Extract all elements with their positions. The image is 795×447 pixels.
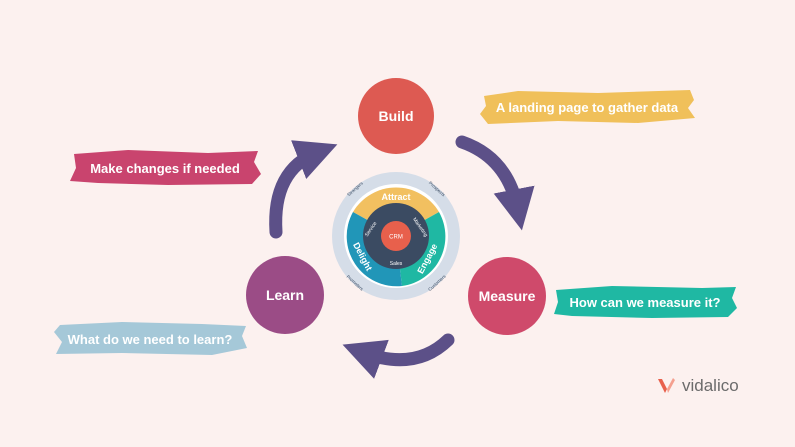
crm-core — [381, 221, 411, 251]
measure-note-text: How can we measure it? — [569, 294, 721, 310]
attract-label: Attract — [381, 192, 410, 202]
arrow-learn-to-build — [269, 140, 338, 239]
changes-note-text: Make changes if needed — [90, 160, 240, 176]
sales-label: Sales — [390, 261, 403, 267]
changes-note: Make changes if needed — [68, 148, 262, 188]
crm-label: CRM — [389, 235, 403, 241]
learn-note-text: What do we need to learn? — [67, 331, 233, 347]
build-node: Build — [358, 78, 434, 154]
learn-note: What do we need to learn? — [52, 320, 248, 358]
measure-label: Measure — [478, 288, 536, 304]
arrow-build-to-measure — [455, 135, 535, 231]
build-note-text: A landing page to gather data — [495, 99, 679, 115]
build-note: A landing page to gather data — [478, 88, 696, 126]
brand-mark-icon — [658, 378, 675, 393]
learn-label: Learn — [265, 287, 305, 303]
brand-logo: vidalico — [656, 374, 739, 398]
learn-node: Learn — [246, 256, 324, 334]
build-label: Build — [378, 108, 414, 124]
measure-node: Measure — [468, 257, 546, 335]
measure-note: How can we measure it? — [552, 284, 738, 320]
brand-name: vidalico — [682, 376, 739, 395]
flywheel-graphic: CRM Service Marketing Sales Attract Enga… — [332, 172, 460, 300]
arrow-measure-to-learn — [342, 333, 455, 379]
